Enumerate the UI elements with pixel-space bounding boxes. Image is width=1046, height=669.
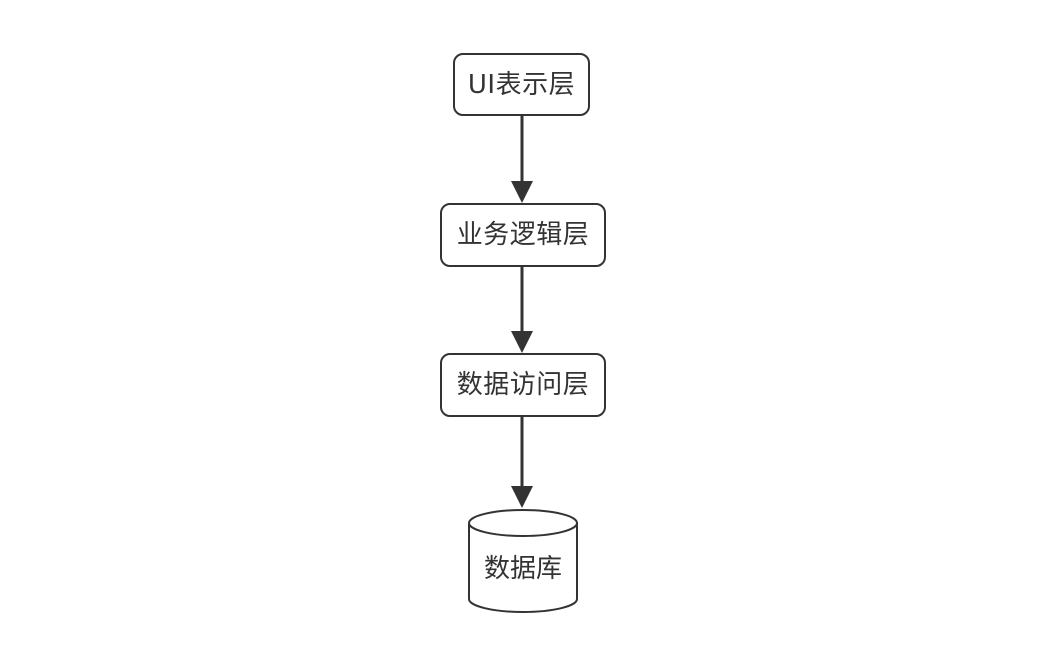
edge-ui-to-business (509, 116, 535, 203)
edge-business-to-data-access (509, 267, 535, 353)
node-data-access-layer: 数据访问层 (440, 353, 606, 417)
node-business-logic-layer: 业务逻辑层 (440, 203, 606, 267)
node-business-logic-layer-label: 业务逻辑层 (456, 220, 590, 250)
node-ui-layer: UI表示层 (453, 53, 590, 116)
database-cylinder-icon (468, 509, 578, 613)
arrow-down-icon (511, 417, 533, 508)
edge-data-access-to-database (509, 417, 535, 508)
arrow-down-icon (511, 116, 533, 203)
node-database-label: 数据库 (483, 554, 562, 584)
node-ui-layer-label: UI表示层 (467, 69, 576, 100)
node-data-access-layer-label: 数据访问层 (456, 370, 590, 400)
arrow-down-icon (511, 267, 533, 353)
node-database: 数据库 (467, 508, 579, 614)
